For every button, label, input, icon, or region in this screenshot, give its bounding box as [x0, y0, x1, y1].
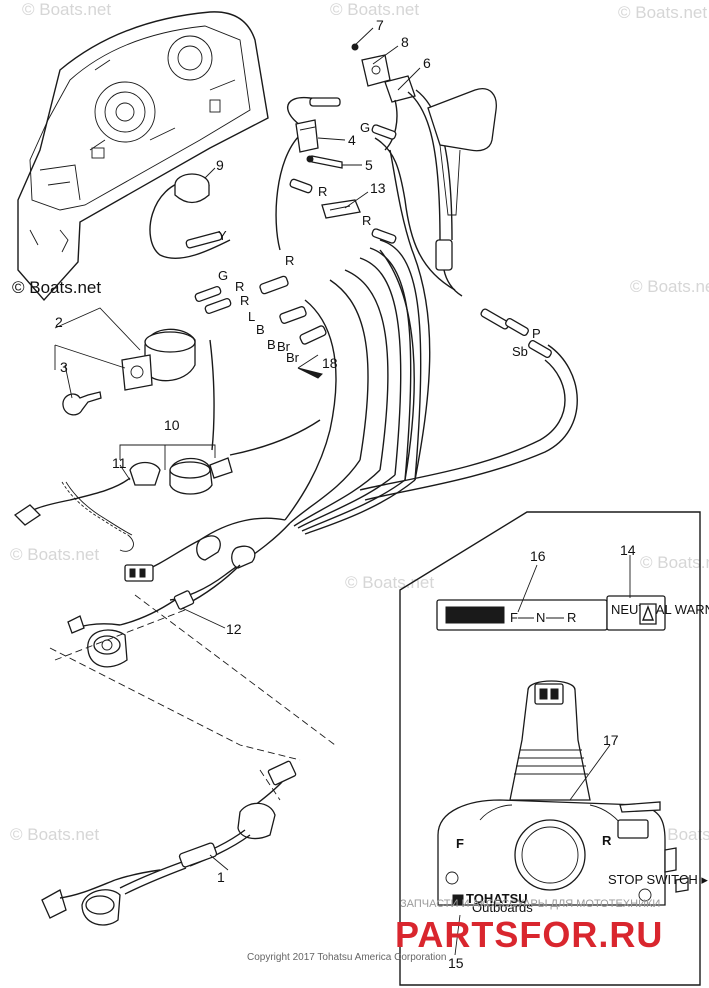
key-switch-part-2 [121, 328, 196, 391]
dashed-leader [259, 769, 281, 801]
dashed-leader [134, 594, 336, 746]
callout-7: 7 [376, 17, 384, 33]
lanyard-cord-part-11 [13, 477, 134, 552]
callout-15: 15 [448, 955, 464, 971]
wire-label-r: R [362, 213, 371, 228]
wire-label-r: R [235, 279, 244, 294]
bullet-connectors [185, 97, 552, 359]
callout-numbers: 7 8 6 4 5 9 13 2 3 10 11 18 12 1 16 14 1… [55, 17, 636, 971]
callout-8: 8 [401, 34, 409, 50]
dashed-leader [49, 647, 301, 761]
ignition-key-part-3 [62, 391, 102, 416]
wire-label-p: P [532, 326, 541, 341]
brand-sub-text: Outboards [472, 900, 533, 915]
watermark-text: © Boats.net [10, 825, 99, 844]
wire-label-br: Br [277, 339, 291, 354]
callout-18: 18 [322, 355, 338, 371]
wire-bundle [74, 96, 578, 629]
boats-net-mark: © Boats.net [12, 278, 101, 297]
watermark-text: © Boats.net [330, 0, 419, 19]
callout-16: 16 [530, 548, 546, 564]
callout-6: 6 [423, 55, 431, 71]
watermark-text: © Boats.net [10, 545, 99, 564]
partner-overlay: ЗАПЧАСТИ И АКСЕССУАРЫ ДЛЯ МОТОТЕХНИКИ PA… [395, 898, 663, 955]
wire-label-r: R [240, 293, 249, 308]
partner-tagline: ЗАПЧАСТИ И АКСЕССУАРЫ ДЛЯ МОТОТЕХНИКИ [400, 898, 660, 910]
partner-logo: PARTSFOR.RU [395, 914, 663, 955]
stop-switch-part-10 [129, 457, 233, 495]
switch-bracket-assembly [351, 43, 497, 297]
relay-part-4 [295, 119, 343, 169]
engine-bracket-illustration [17, 11, 269, 302]
callout-10: 10 [164, 417, 180, 433]
harness-part-12 [67, 535, 256, 668]
callout-4: 4 [348, 132, 356, 148]
watermark-text: © Boats.net [640, 553, 709, 572]
wire-label-b: B [256, 322, 265, 337]
wire-label-sb: Sb [512, 344, 528, 359]
gauge-letter-n: N [536, 610, 545, 625]
watermark-text: © Boats.net [345, 573, 434, 592]
wire-label-g: G [218, 268, 228, 283]
remote-control-inset: F N R NEUTRAL WARNING F R STOP SWITCH ▸ … [399, 511, 709, 986]
extension-harness-part-1 [41, 760, 297, 926]
stop-switch-text: STOP SWITCH ▸ [608, 872, 708, 887]
callout-13: 13 [370, 180, 386, 196]
callout-5: 5 [365, 157, 373, 173]
callout-2: 2 [55, 314, 63, 330]
callout-11: 11 [112, 455, 127, 471]
wire-label-br: Br [286, 350, 300, 365]
wire-label-g: G [360, 120, 370, 135]
callout-leaders [54, 27, 631, 956]
box-label-f: F [456, 836, 464, 851]
wire-color-labels: G R R Y G R R R L B B Br Br P Sb [218, 120, 541, 365]
brand-text: TOHATSU [466, 891, 528, 906]
buzzer-part-9 [174, 173, 210, 204]
watermark-text: © Boats.net [630, 277, 709, 296]
callout-17: 17 [603, 732, 619, 748]
callout-14: 14 [620, 542, 636, 558]
watermark-text: © Boats.net [22, 0, 111, 19]
dashed-leader [54, 609, 186, 661]
wire-label-r: R [318, 184, 327, 199]
wire-label-y: Y [218, 228, 227, 243]
switch-text: NEUTRAL WARNING [611, 602, 709, 617]
gauge-letter-f: F [510, 610, 518, 625]
wire-label-b: B [267, 337, 276, 352]
callout-12: 12 [226, 621, 242, 637]
callout-9: 9 [216, 157, 224, 173]
callout-3: 3 [60, 359, 68, 375]
wire-label-r: R [285, 253, 294, 268]
callout-1: 1 [217, 869, 225, 885]
watermark-text: © Boats.net [618, 3, 707, 22]
fuse-holder-part-13 [321, 199, 361, 219]
wire-label-l: L [248, 309, 255, 324]
copyright-text: Copyright 2017 Tohatsu America Corporati… [247, 952, 446, 963]
box-label-r: R [602, 833, 612, 848]
gauge-letter-r: R [567, 610, 576, 625]
